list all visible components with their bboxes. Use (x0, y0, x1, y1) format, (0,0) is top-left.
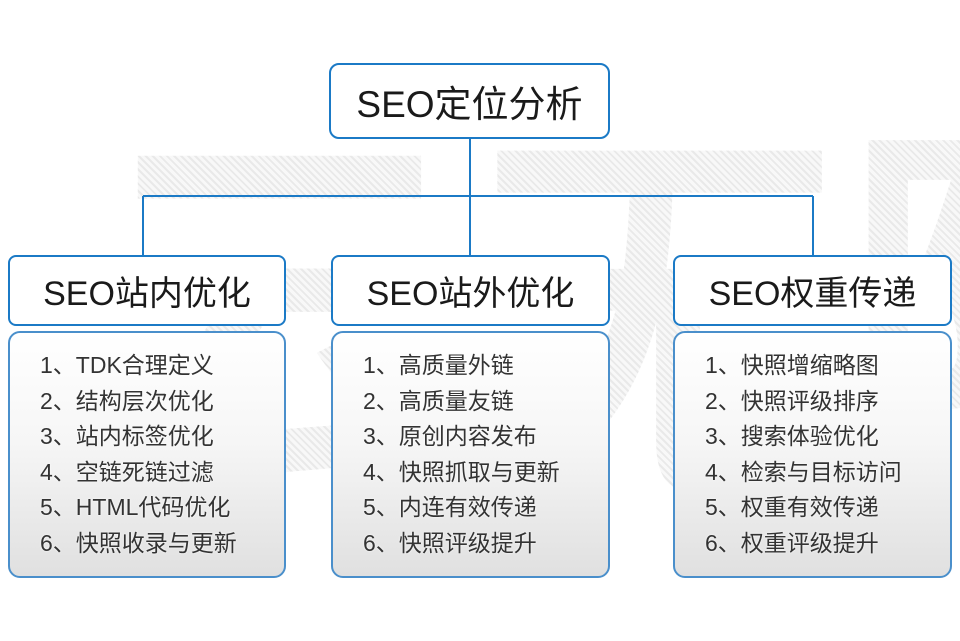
branch-header-weight: SEO权重传递 (673, 255, 952, 326)
list-item: 3、原创内容发布 (363, 423, 537, 449)
list-item: 3、站内标签优化 (40, 423, 214, 449)
list-item: 2、结构层次优化 (40, 387, 214, 414)
list-item: 5、HTML代码优化 (40, 494, 231, 520)
list-item: 5、权重有效传递 (705, 494, 879, 520)
root-node: SEO定位分析 (329, 63, 610, 139)
list-item: 6、权重评级提升 (705, 529, 879, 556)
root-node-title: SEO定位分析 (356, 84, 583, 125)
branch-panel-onsite: 1、TDK合理定义 2、结构层次优化 3、站内标签优化 4、空链死链过滤 5、H… (8, 331, 286, 578)
list-item: 3、搜索体验优化 (705, 423, 879, 449)
branch-panel-offsite: 1、高质量外链 2、高质量友链 3、原创内容发布 4、快照抓取与更新 5、内连有… (331, 331, 610, 578)
list-item: 6、快照评级提升 (363, 529, 537, 556)
branch-panel-weight: 1、快照增缩略图 2、快照评级排序 3、搜索体验优化 4、检索与目标访问 5、权… (673, 331, 952, 578)
list-item: 4、快照抓取与更新 (363, 458, 560, 485)
branch-header-offsite-title: SEO站外优化 (366, 275, 575, 313)
branch-header-weight-title: SEO权重传递 (708, 275, 917, 313)
branch-header-offsite: SEO站外优化 (331, 255, 610, 326)
list-item: 5、内连有效传递 (363, 494, 537, 520)
branch-header-onsite-title: SEO站内优化 (43, 275, 251, 313)
list-item: 4、空链死链过滤 (40, 458, 214, 485)
list-item: 2、高质量友链 (363, 387, 514, 414)
list-item: 4、检索与目标访问 (705, 458, 902, 485)
list-item: 6、快照收录与更新 (40, 529, 237, 556)
branch-header-onsite: SEO站内优化 (8, 255, 286, 326)
list-item: 1、TDK合理定义 (40, 352, 214, 378)
list-item: 1、高质量外链 (363, 352, 514, 378)
list-item: 1、快照增缩略图 (705, 352, 879, 378)
list-item: 2、快照评级排序 (705, 387, 879, 414)
